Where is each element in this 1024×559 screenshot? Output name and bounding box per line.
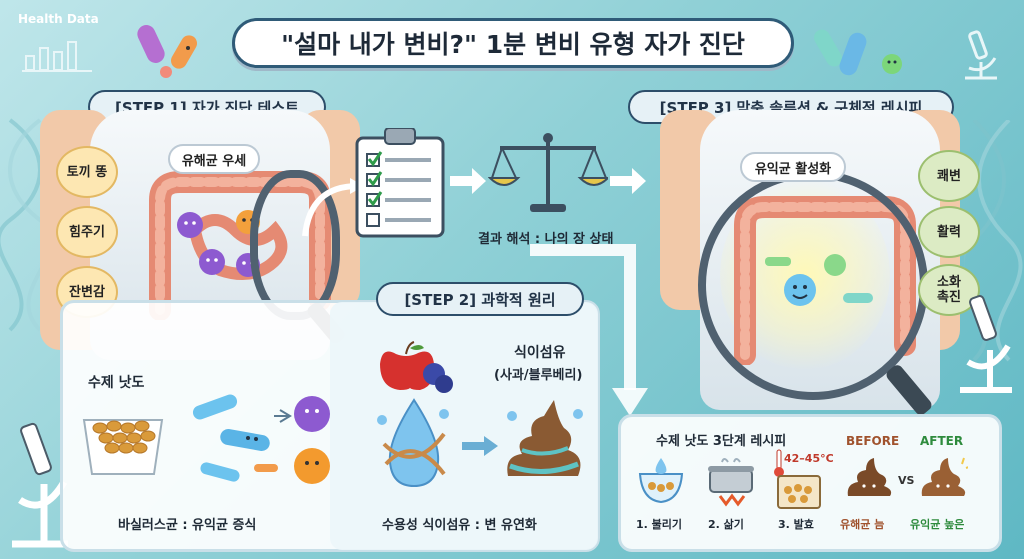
step2-tag: [STEP 2] 과학적 원리	[376, 282, 584, 316]
soak-bowl-icon	[638, 458, 684, 504]
arrow-to-solution-icon	[610, 168, 646, 194]
microscope-right-icon	[960, 295, 1012, 393]
bacteria-icon	[137, 25, 197, 78]
ferment-box-icon	[777, 475, 821, 509]
brand-label: Health Data	[18, 12, 99, 26]
boil-pot-icon	[708, 458, 754, 507]
water-drop-fiber-icon	[377, 398, 449, 488]
arrow-to-recipe-icon	[530, 244, 648, 416]
recipe-step-3: 3. 발효	[778, 518, 814, 531]
arrow-fiber-icon	[462, 436, 498, 456]
balance-scale-icon	[488, 133, 608, 212]
natto-caption: 바실러스균 : 유익균 증식	[118, 518, 257, 533]
after-caption: 유익균 높은	[910, 518, 965, 531]
symptom-rabbit-stool: 토끼 똥	[56, 146, 118, 198]
good-bacteria-bubble: 유익균 활성화	[740, 152, 846, 182]
fiber-title: 식이섬유	[514, 345, 566, 361]
mini-chart-icon	[22, 41, 92, 72]
fiber-subtitle: (사과/블루베리)	[494, 368, 583, 383]
recipe-step-1: 1. 불리기	[636, 518, 683, 531]
benefit-digestion: 소화 촉진	[918, 264, 980, 316]
thermometer-icon	[774, 449, 784, 477]
before-label: BEFORE	[846, 434, 900, 448]
arrow-to-scale-icon	[450, 168, 486, 194]
recipe-title: 수제 낫도 3단계 레시피	[656, 434, 787, 449]
symptom-straining: 힘주기	[56, 206, 118, 258]
page-title: "설마 내가 변비?" 1분 변비 유형 자가 진단	[232, 18, 794, 68]
natto-title: 수제 낫도	[88, 375, 145, 391]
recipe-step-2: 2. 삶기	[708, 518, 744, 531]
natto-bowl-icon	[82, 419, 164, 475]
microscope-left-icon	[12, 422, 68, 548]
benefit-bowel: 쾌변	[918, 150, 980, 202]
soft-stool-icon	[507, 400, 583, 476]
before-caption: 유해균 늠	[840, 518, 885, 531]
fiber-caption: 수용성 식이섬유 : 변 유연화	[382, 518, 537, 533]
benefit-vitality: 활력	[918, 206, 980, 258]
after-label: AFTER	[920, 434, 964, 448]
vs-label: VS	[898, 474, 915, 487]
ferment-temp: 42–45°C	[784, 452, 834, 465]
checklist-clipboard-icon	[355, 128, 445, 238]
healthy-stool-icon	[921, 457, 968, 496]
microscope-icon	[965, 30, 997, 80]
result-interpretation-label: 결과 해석 : 나의 장 상태	[478, 232, 614, 247]
good-bacteria-icon	[814, 29, 902, 76]
apple-blueberry-icon	[380, 341, 453, 393]
hard-stool-icon	[847, 458, 892, 496]
harmful-bacteria-bubble: 유해균 우세	[168, 144, 260, 174]
bacillus-icon	[192, 394, 330, 484]
